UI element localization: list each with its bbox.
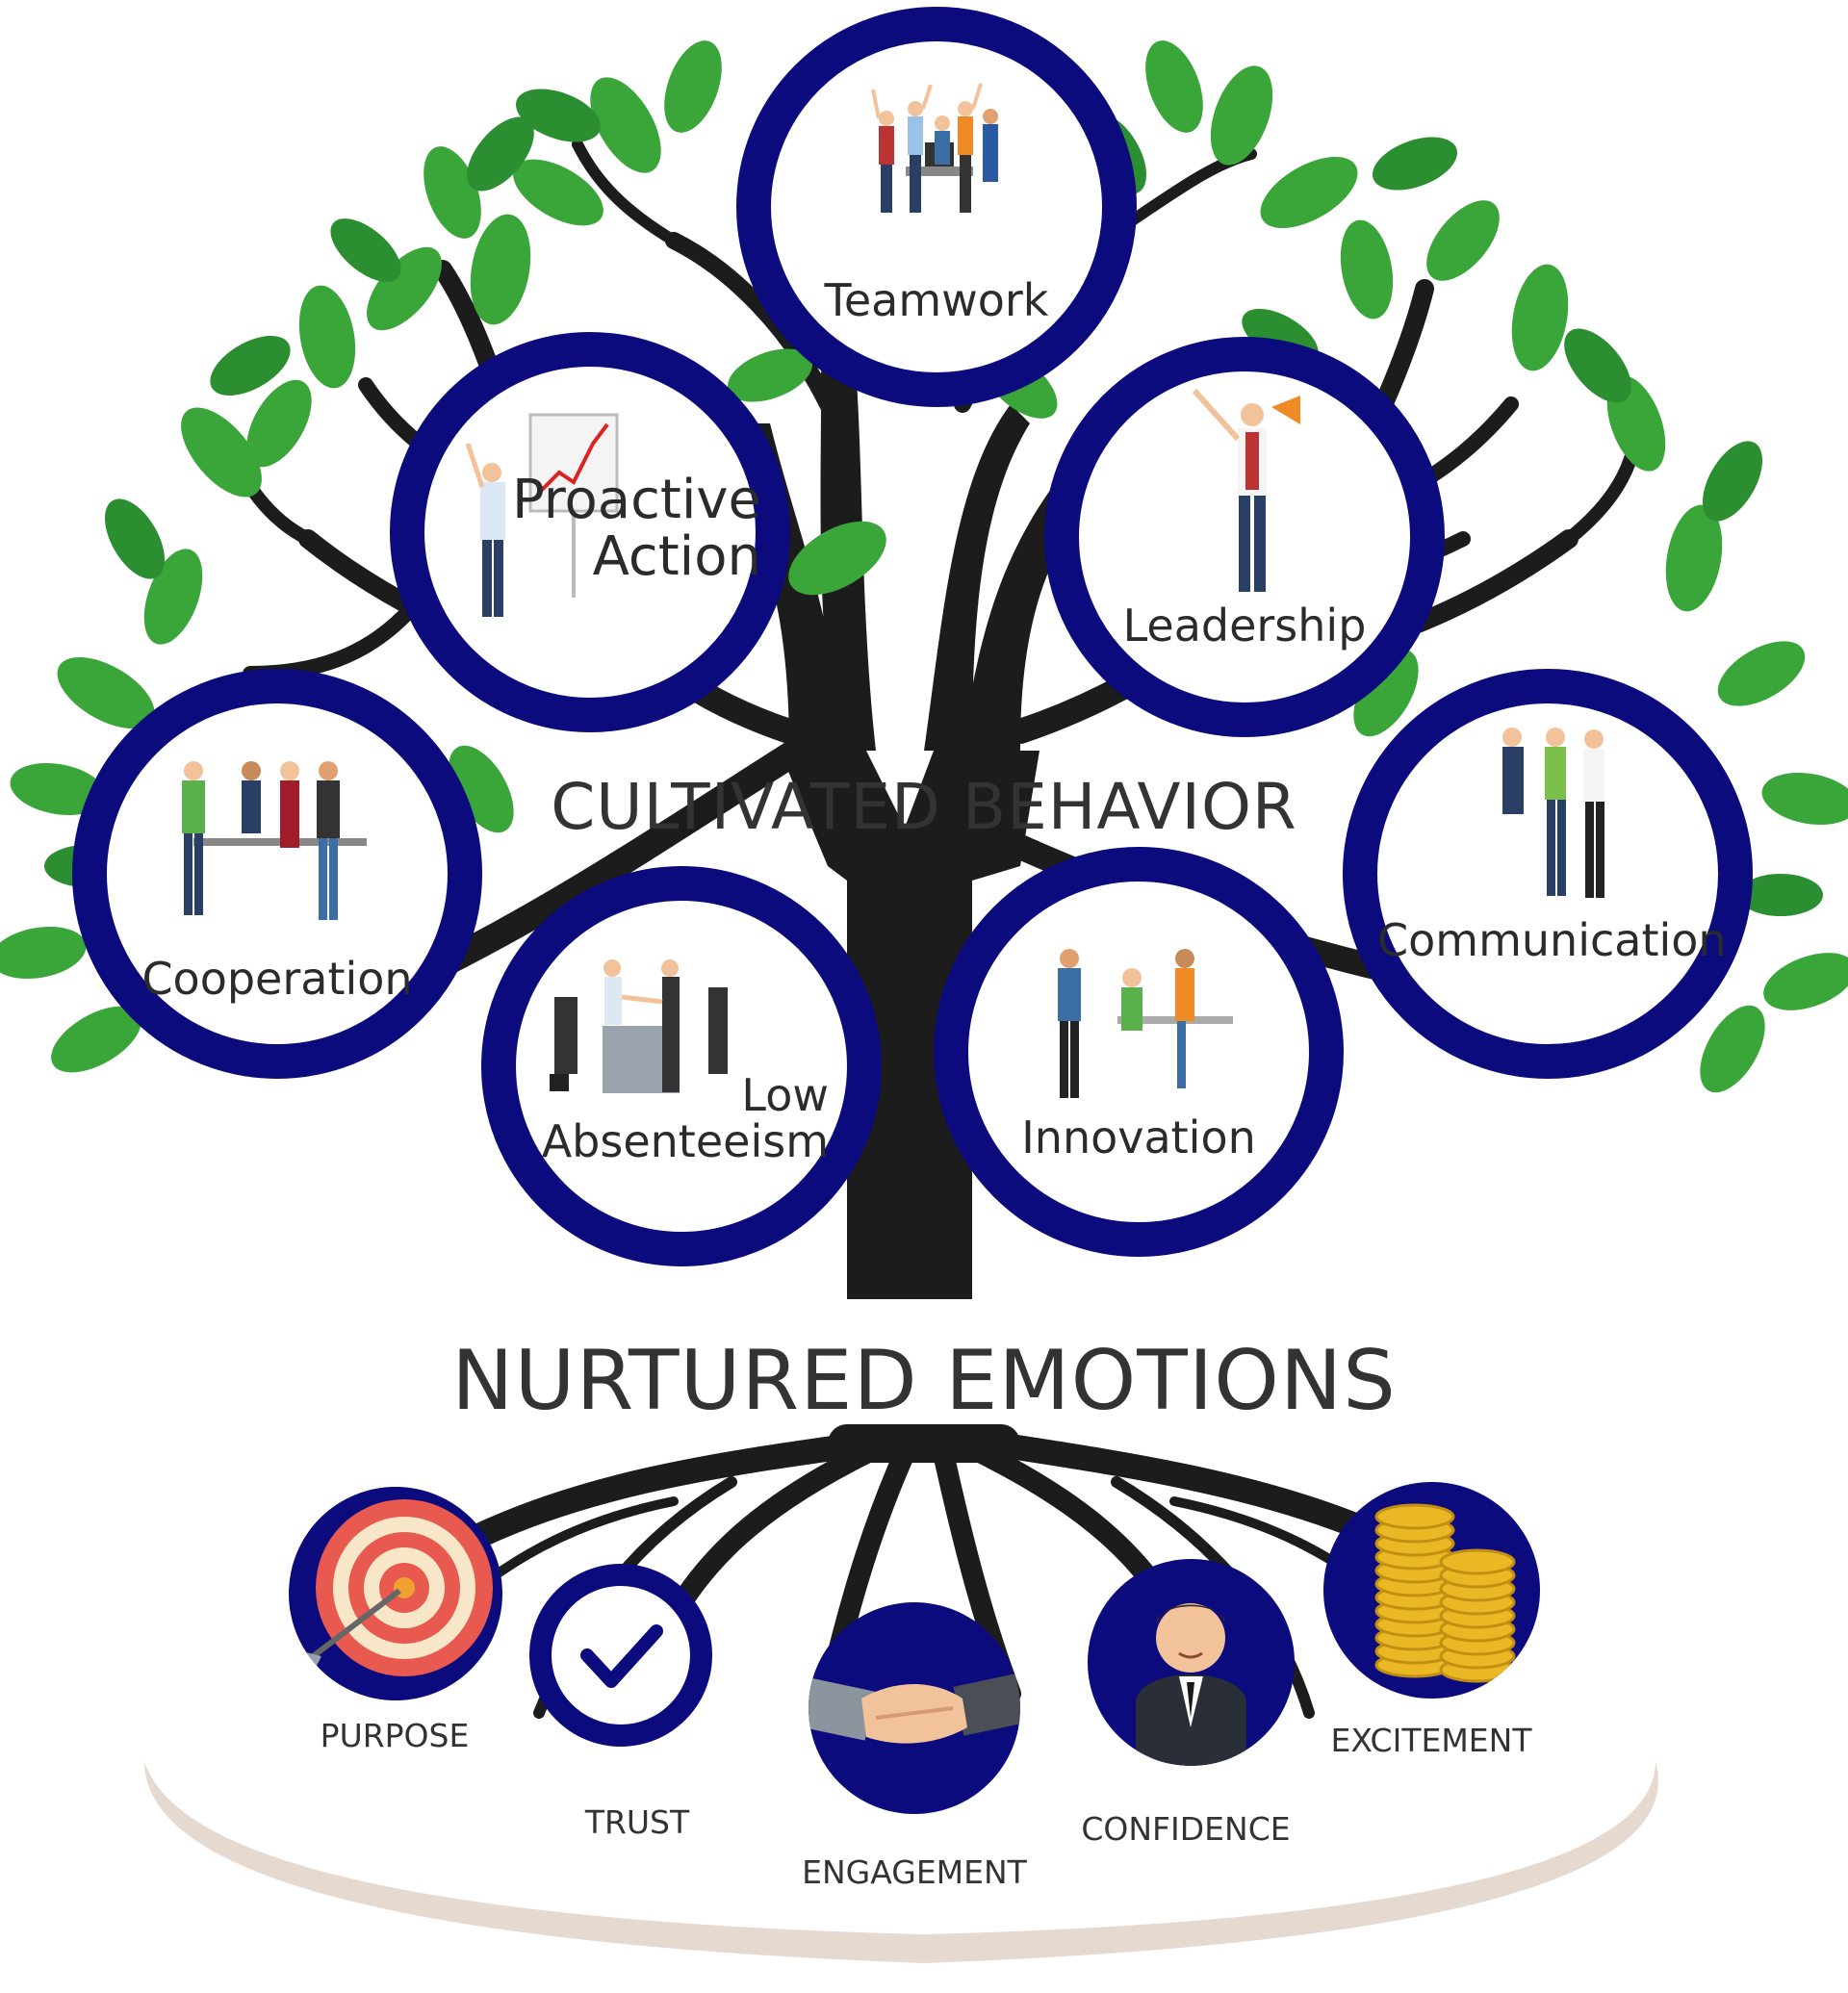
behavior-label-innovation: Innovation <box>1021 1111 1256 1163</box>
team-meeting-icon <box>182 761 367 920</box>
emotion-icon-excitement <box>1323 1482 1540 1699</box>
speaker-megaphone-icon <box>1192 388 1300 592</box>
emotion-icon-confidence <box>1088 1559 1295 1766</box>
emotion-label-trust: TRUST <box>584 1803 690 1841</box>
behavior-label-communication: Communication <box>1377 914 1727 966</box>
emotion-label-engagement: ENGAGEMENT <box>802 1853 1027 1891</box>
cultivated-behavior-heading: CULTIVATED BEHAVIOR <box>551 770 1297 844</box>
emotion-label-purpose: PURPOSE <box>320 1717 470 1754</box>
behavior-label-cooperation: Cooperation <box>141 953 413 1005</box>
behavior-label-teamwork: Teamwork <box>824 274 1049 326</box>
handshake-icon <box>808 1671 1020 1744</box>
target-icon <box>298 1499 493 1676</box>
behavior-node-teamwork: Teamwork <box>736 7 1137 407</box>
handshake-office-icon <box>550 959 728 1093</box>
ground-top <box>144 1737 1656 1934</box>
presenter-chart-icon <box>465 413 619 617</box>
emotion-icon-purpose <box>289 1487 502 1700</box>
behavior-node-proactive-action: Proactive Action <box>390 332 790 732</box>
businessman-icon <box>1136 1603 1246 1766</box>
nurtured-emotions-heading: NURTURED EMOTIONS <box>451 1333 1397 1429</box>
emotion-label-confidence: CONFIDENCE <box>1081 1810 1291 1848</box>
leaves <box>0 40 1848 1093</box>
behavior-label-proactive-action: Proactive Action <box>511 469 761 588</box>
behavior-node-communication: Communication <box>1343 669 1753 1079</box>
behavior-node-leadership: Leadership <box>1044 337 1445 737</box>
behavior-label-leadership: Leadership <box>1122 600 1367 652</box>
emotion-icon-engagement <box>808 1602 1020 1814</box>
behavior-node-low-absenteeism: Low Absenteeism <box>481 866 882 1266</box>
brainstorm-team-icon <box>1058 949 1233 1098</box>
colleagues-talking-icon <box>1502 728 1604 898</box>
coins-icon <box>1374 1503 1516 1683</box>
ground-base <box>144 1761 1658 1963</box>
team-celebrating-icon <box>871 83 998 213</box>
behavior-label-low-absenteeism: Low Absenteeism <box>541 1069 829 1168</box>
emotion-icon-trust <box>529 1564 712 1747</box>
behavior-node-cooperation: Cooperation <box>72 669 482 1079</box>
behavior-node-innovation: Innovation <box>934 847 1344 1257</box>
emotion-label-excitement: EXCITEMENT <box>1330 1722 1532 1759</box>
checkmark-icon <box>552 1586 690 1725</box>
